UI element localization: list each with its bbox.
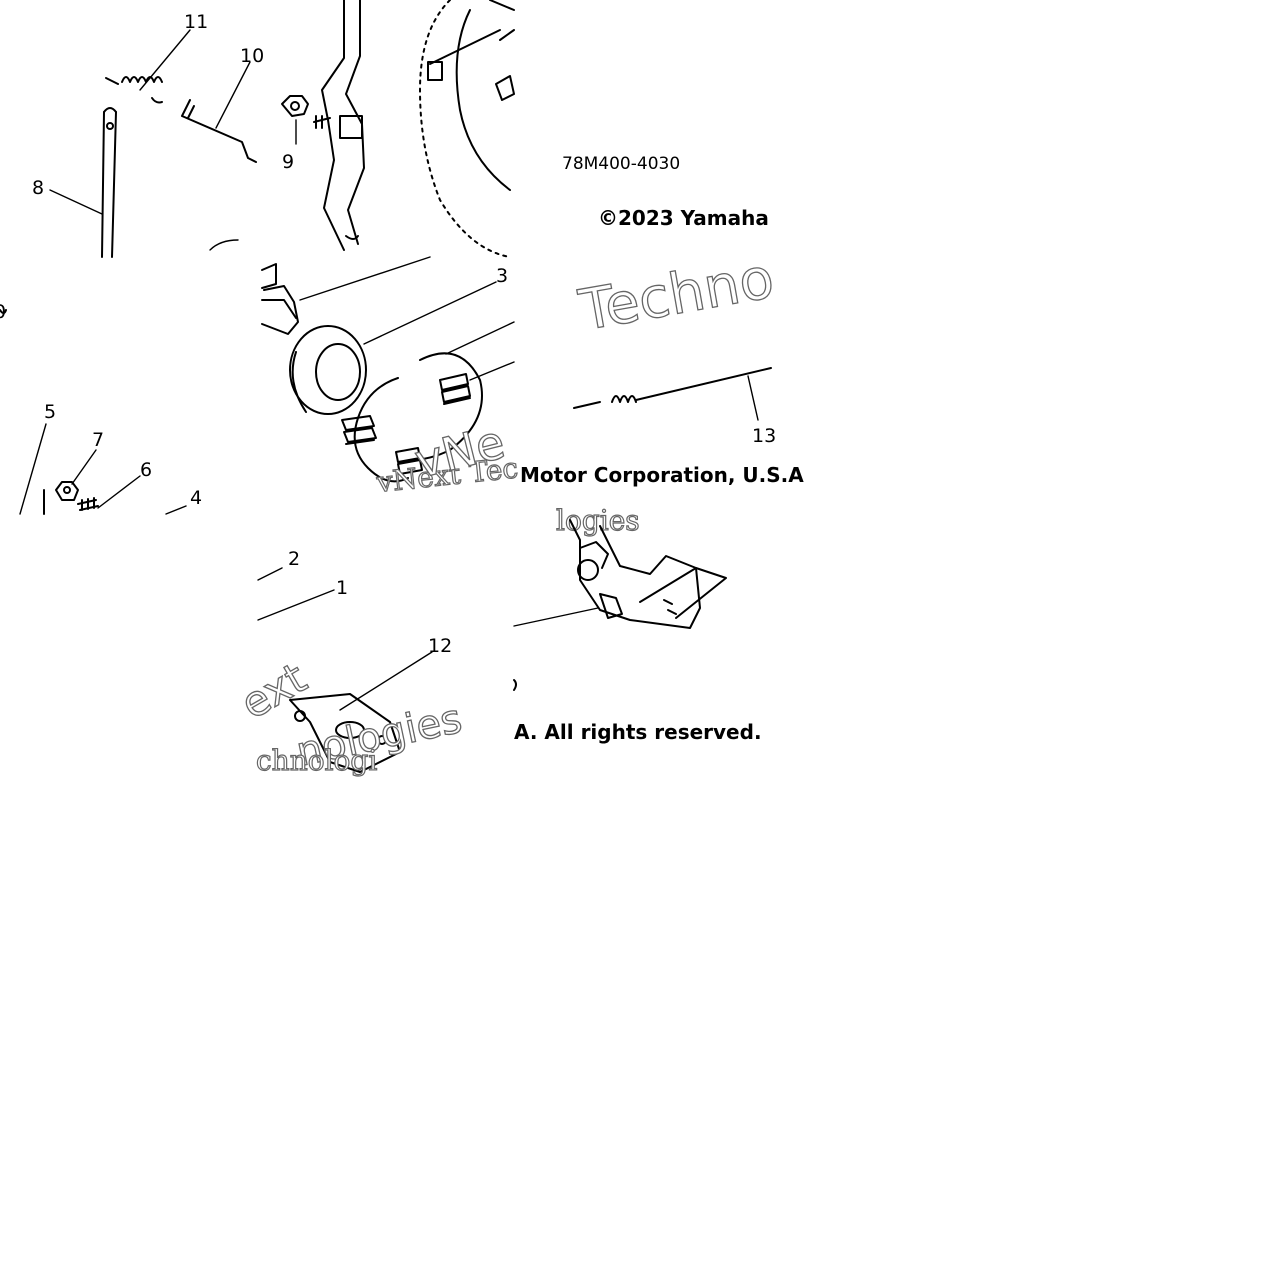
lever-assembly [513, 519, 727, 629]
copyright-line3: A. All rights reserved. [514, 720, 762, 744]
callout-6: 6 [140, 459, 152, 481]
copyright-line2: Motor Corporation, U.S.A [520, 463, 804, 487]
part-code: 78M400-4030 [562, 154, 680, 174]
callout-12: 12 [428, 635, 452, 657]
watermark-small3: chnologi [256, 744, 377, 777]
tile-bottom-middle: ext nologies chnologi [232, 567, 466, 778]
callout-4: 4 [190, 487, 202, 509]
tile-bottom-right: logies A. All rights reserved. [513, 503, 762, 744]
watermark-mid3: logies [556, 504, 640, 537]
callout-7: 7 [92, 429, 104, 451]
tile-mid-right: Techno Motor Corporation, U.S.A [520, 245, 804, 487]
housing-outline [419, 0, 515, 258]
copyright-line1: ©2023 Yamaha [598, 206, 769, 230]
spring-13 [573, 367, 772, 421]
callout-0: 0 [0, 301, 6, 323]
callout-11: 11 [184, 11, 208, 33]
watermark-large: Techno [574, 246, 778, 344]
tile-top-right: 78M400-4030 ©2023 Yamaha [562, 154, 769, 230]
wire-harness [341, 321, 515, 483]
callout-13: 13 [752, 425, 776, 447]
tile-top-left [49, 29, 257, 258]
callout-1: 1 [336, 577, 348, 599]
lever-arm [321, 0, 365, 251]
callout-9: 9 [282, 151, 294, 173]
rod-10 [181, 61, 257, 163]
callout-3: 3 [496, 265, 508, 287]
pulley-3 [289, 281, 497, 415]
plate-12 [289, 651, 433, 773]
callout-labels: 11 10 9 8 3 0 5 7 6 4 2 1 12 13 [0, 11, 776, 657]
tile-mid-left [0, 309, 187, 515]
bracket [261, 256, 431, 335]
shaft-8 [49, 107, 117, 258]
callout-5: 5 [44, 401, 56, 423]
bolt-6 [77, 475, 141, 511]
callout-10: 10 [240, 45, 264, 67]
nut-7 [55, 449, 97, 501]
callout-8: 8 [32, 177, 44, 199]
watermark-small: ext [233, 653, 315, 729]
nut-9 [281, 95, 331, 145]
tile-top-middle [281, 0, 515, 258]
tile-center: vNext Tec vNe [261, 256, 520, 500]
callout-2: 2 [288, 548, 300, 570]
spring-11 [105, 29, 191, 104]
